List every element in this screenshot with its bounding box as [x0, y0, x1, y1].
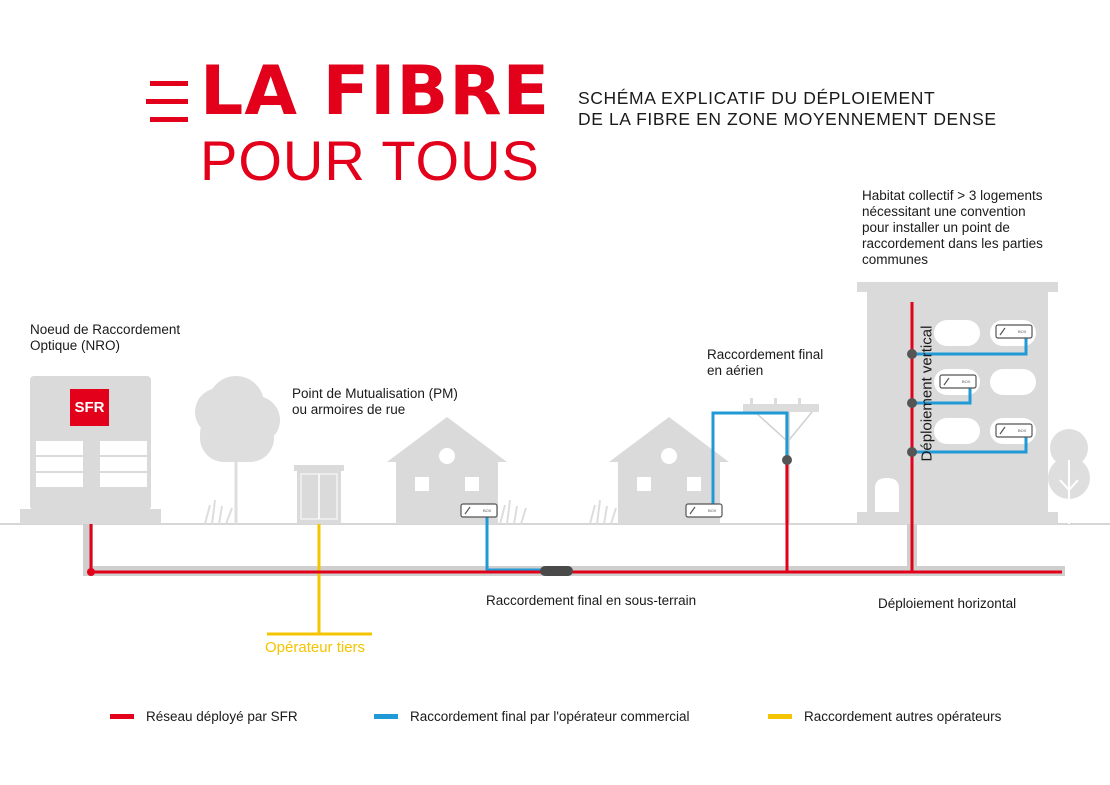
legend-swatch-yellow — [768, 714, 792, 719]
nro-label-line2: Optique (NRO) — [30, 338, 121, 353]
page-title-line2: POUR TOUS — [200, 129, 540, 192]
page-subtitle: SCHÉMA EXPLICATIF DU DÉPLOIEMENT DE LA F… — [578, 88, 997, 130]
legend-item-sfr: Réseau déployé par SFR — [110, 709, 298, 724]
tree-icon — [1048, 429, 1090, 524]
building-label-line5: communes — [862, 252, 929, 267]
legend-swatch-blue — [374, 714, 398, 719]
title-speed-lines-icon — [146, 81, 188, 122]
sfr-network — [89, 302, 1062, 574]
box-device-icon: BOX BOX BOX BOX BOX — [460, 324, 1033, 518]
tree-icon — [195, 376, 280, 524]
box-label: BOX — [483, 508, 492, 513]
legend-label: Raccordement final par l'opérateur comme… — [410, 709, 690, 724]
nro-building — [20, 376, 161, 524]
building-label-line3: pour installer un point de — [862, 220, 1010, 235]
box-label: BOX — [708, 508, 717, 513]
aerial-label-line1: Raccordement final — [707, 347, 824, 362]
pm-label-line1: Point de Mutualisation (PM) — [292, 386, 458, 401]
box-label: BOX — [1018, 329, 1027, 334]
aerial-label-line2: en aérien — [707, 363, 764, 378]
legend-label: Réseau déployé par SFR — [146, 709, 298, 724]
subtitle-line1: SCHÉMA EXPLICATIF DU DÉPLOIEMENT — [578, 88, 936, 108]
underground-label: Raccordement final en sous-terrain — [486, 593, 697, 608]
utility-pole — [743, 398, 819, 524]
legend-label: Raccordement autres opérateurs — [804, 709, 1002, 724]
third-party-label: Opérateur tiers — [265, 639, 366, 656]
building-label-line4: raccordement dans les parties — [862, 236, 1043, 251]
legend-item-commercial: Raccordement final par l'opérateur comme… — [374, 709, 689, 724]
nro-label: Noeud de Raccordement Optique (NRO) — [30, 322, 180, 354]
building-label-line2: nécessitant une convention — [862, 204, 1026, 219]
legend-item-other: Raccordement autres opérateurs — [768, 709, 1001, 724]
vertical-deployment-label: Déploiement vertical — [918, 325, 936, 462]
building-label: Habitat collectif > 3 logements nécessit… — [862, 188, 1043, 268]
box-label: BOX — [1018, 428, 1027, 433]
underground-conduit — [83, 524, 1065, 576]
legend-swatch-red — [110, 714, 134, 719]
sfr-logo: SFR — [70, 389, 109, 426]
network-nodes — [87, 349, 917, 576]
third-party-link — [267, 524, 372, 636]
subtitle-line2: DE LA FIBRE EN ZONE MOYENNEMENT DENSE — [578, 109, 997, 129]
box-label: BOX — [962, 379, 971, 384]
pm-label-line2: ou armoires de rue — [292, 402, 406, 417]
building-label-line1: Habitat collectif > 3 logements — [862, 188, 1043, 203]
nro-label-line1: Noeud de Raccordement — [30, 322, 181, 337]
splice-joint — [540, 566, 573, 576]
pm-label: Point de Mutualisation (PM) ou armoires … — [292, 386, 458, 418]
bush-icon — [204, 499, 617, 525]
pm-street-cabinet — [294, 465, 344, 524]
page-title: LA FIBRE — [200, 52, 551, 131]
aerial-label: Raccordement final en aérien — [707, 347, 823, 379]
horizontal-label: Déploiement horizontal — [878, 596, 1017, 611]
